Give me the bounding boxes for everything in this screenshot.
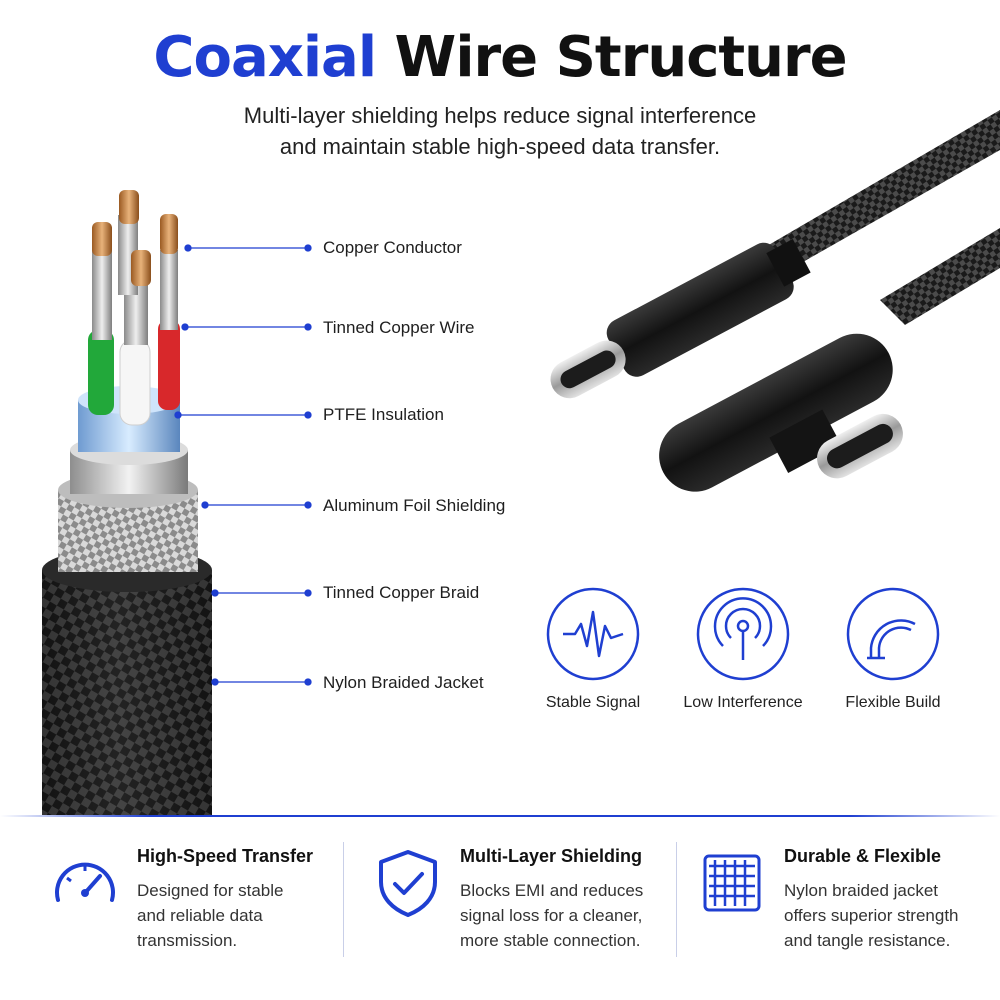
- speedometer-icon: [55, 862, 115, 902]
- benefit-line: Nylon braided jacket: [784, 881, 939, 900]
- layer-label-tinned-copper-braid: Tinned Copper Braid: [323, 583, 480, 602]
- column-separator: [343, 842, 344, 957]
- page-subtitle: Multi-layer shielding helps reduce signa…: [150, 100, 850, 162]
- benefit-description: Nylon braided jacket offers superior str…: [784, 878, 994, 953]
- layer-label-tinned-copper-wire: Tinned Copper Wire: [323, 318, 475, 337]
- layer-label-copper-conductor: Copper Conductor: [323, 238, 462, 257]
- title-rest: Wire Structure: [376, 25, 848, 90]
- shield-check-icon: [379, 850, 437, 917]
- benefit-line: Blocks EMI and reduces: [460, 881, 644, 900]
- section-divider: [0, 815, 1000, 817]
- benefit-line: transmission.: [137, 931, 238, 950]
- benefit-description: Blocks EMI and reduces signal loss for a…: [460, 878, 670, 953]
- benefit-title: High-Speed Transfer: [137, 846, 314, 866]
- page-title: Coaxial Wire Structure: [0, 22, 1000, 94]
- signal-wave-icon: [546, 587, 640, 681]
- bend-icon: [846, 587, 940, 681]
- benefit-durable-flexible: Durable & Flexible Nylon braided jacket …: [697, 838, 997, 968]
- title-accent: Coaxial: [153, 25, 377, 90]
- layer-label-ptfe-insulation: PTFE Insulation: [323, 405, 444, 424]
- feature-label-flexible-build: Flexible Build: [845, 694, 941, 711]
- layer-label-aluminum-foil: Aluminum Foil Shielding: [323, 496, 506, 515]
- subtitle-line-2: and maintain stable high-speed data tran…: [279, 134, 721, 159]
- feature-label-stable-signal: Stable Signal: [545, 694, 641, 711]
- benefit-multi-layer-shielding: Multi-Layer Shielding Blocks EMI and red…: [373, 838, 673, 968]
- column-separator: [676, 842, 677, 957]
- usb-c-connector-illustration: [550, 110, 1000, 492]
- benefit-line: more stable connection.: [460, 931, 641, 950]
- benefit-line: and reliable data: [137, 906, 263, 925]
- benefit-line: and tangle resistance.: [784, 931, 951, 950]
- benefit-line: signal loss for a cleaner,: [460, 906, 643, 925]
- benefit-high-speed: High-Speed Transfer Designed for stable …: [50, 838, 340, 968]
- weave-icon: [703, 854, 761, 912]
- benefit-title: Durable & Flexible: [784, 846, 942, 866]
- cable-cross-section-illustration: [42, 190, 212, 815]
- benefit-line: Designed for stable: [137, 881, 284, 900]
- benefit-line: offers superior strength: [784, 906, 959, 925]
- subtitle-line-1: Multi-layer shielding helps reduce signa…: [243, 103, 757, 128]
- antenna-icon: [696, 587, 790, 681]
- layer-label-nylon-jacket: Nylon Braided Jacket: [323, 673, 484, 692]
- feature-label-low-interference: Low Interference: [683, 694, 803, 711]
- benefit-title: Multi-Layer Shielding: [460, 846, 643, 866]
- benefit-description: Designed for stable and reliable data tr…: [137, 878, 347, 953]
